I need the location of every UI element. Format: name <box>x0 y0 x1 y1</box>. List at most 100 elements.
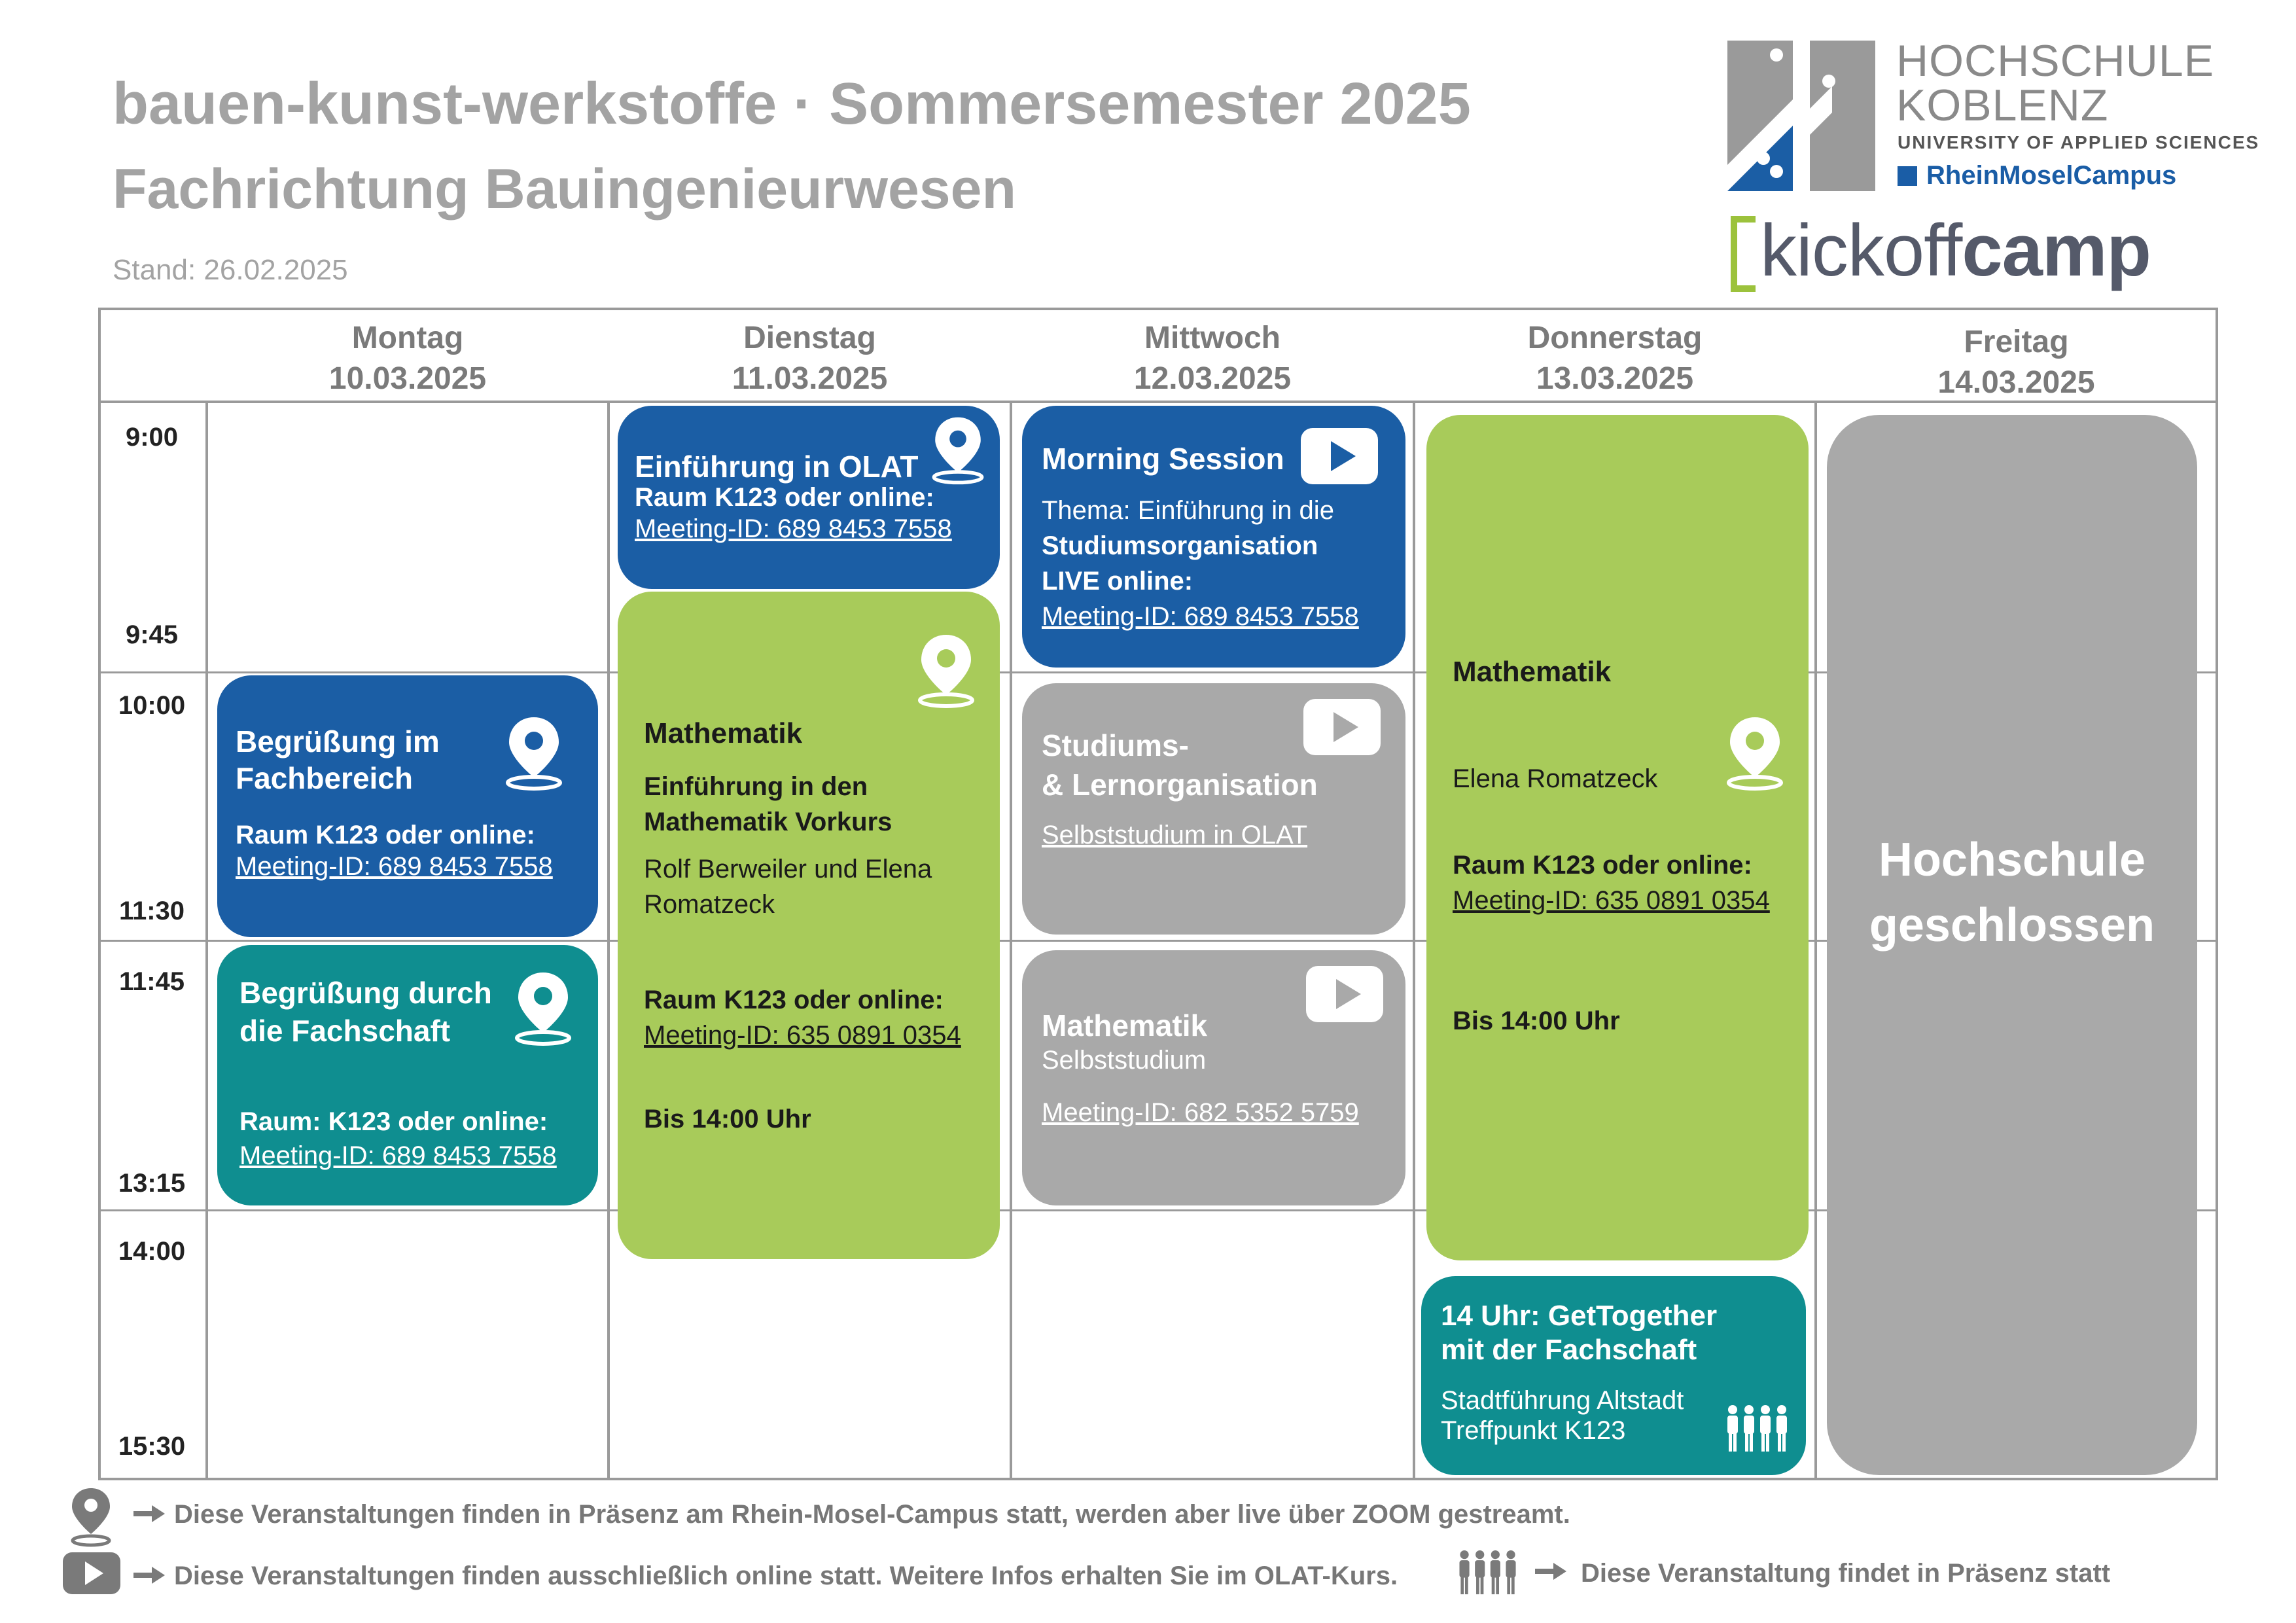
day-date: 11.03.2025 <box>732 361 888 396</box>
location-pin-icon <box>506 717 562 791</box>
event-subtitle: Mathematik Vorkurs <box>644 808 892 836</box>
event-title: die Fachschaft <box>239 1014 451 1048</box>
event-subtitle: Selbststudium <box>1042 1046 1207 1075</box>
time-label: 13:15 <box>118 1169 186 1198</box>
event-subtitle: Einführung in den <box>644 772 868 801</box>
event-room: Raum K123 oder online: <box>644 986 944 1014</box>
video-play-icon <box>1306 966 1383 1022</box>
event-mode: LIVE online: <box>1042 567 1193 596</box>
legend-presence-only: Diese Veranstaltung findet in Präsenz st… <box>1581 1559 2111 1588</box>
day-date: 12.03.2025 <box>1133 361 1292 396</box>
legend-presence-stream: Diese Veranstaltungen finden in Präsenz … <box>174 1500 1570 1529</box>
day-name: Montag <box>351 321 464 355</box>
event-room: Raum: K123 oder online: <box>239 1107 548 1136</box>
event-title: 14 Uhr: GetTogether <box>1441 1300 1718 1332</box>
day-date: 10.03.2025 <box>328 361 487 396</box>
meeting-id-link[interactable]: Meeting-ID: 689 8453 7558 <box>239 1141 557 1170</box>
meeting-id-link[interactable]: Meeting-ID: 682 5352 5759 <box>1042 1098 1359 1127</box>
event-topic: Studiumsorganisation <box>1042 531 1318 560</box>
meeting-id-link[interactable]: Meeting-ID: 689 8453 7558 <box>635 514 952 543</box>
event-title: Mathematik <box>1453 656 1612 688</box>
event-title: mit der Fachschaft <box>1441 1334 1697 1366</box>
meeting-id-link[interactable]: Meeting-ID: 689 8453 7558 <box>1042 602 1359 631</box>
event-topic: Thema: Einführung in die <box>1042 496 1334 525</box>
event-einfuehrung-olat[interactable]: Einführung in OLAT Raum K123 oder online… <box>618 406 1000 589</box>
closed-line: geschlossen <box>1869 899 2155 952</box>
event-mathematik-thursday[interactable]: Mathematik Elena Romatzeck Raum K123 ode… <box>1426 415 1809 1260</box>
camp-text: camp <box>1962 209 2151 291</box>
time-label: 9:45 <box>125 620 179 649</box>
event-room: Raum K123 oder online: <box>635 483 934 512</box>
event-title: Einführung in OLAT <box>635 450 919 484</box>
event-title: & Lernorganisation <box>1042 768 1318 802</box>
time-label: 15:30 <box>118 1432 186 1461</box>
event-gettogether[interactable]: 14 Uhr: GetTogether mit der Fachschaft S… <box>1421 1276 1806 1475</box>
event-lecturers: Romatzeck <box>644 890 775 919</box>
arrow-right-icon <box>133 1567 165 1584</box>
event-hochschule-geschlossen: Hochschule geschlossen <box>1827 415 2197 1475</box>
day-header-monday: Montag 10.03.2025 <box>208 318 607 399</box>
day-name: Dienstag <box>743 321 876 355</box>
event-mathematik-tuesday[interactable]: Mathematik Einführung in den Mathematik … <box>618 592 1000 1259</box>
olat-self-study-link[interactable]: Selbststudium in OLAT <box>1042 821 1308 849</box>
legend-online-only: Diese Veranstaltungen finden ausschließl… <box>174 1561 1398 1590</box>
event-detail: Treffpunkt K123 <box>1441 1416 1626 1445</box>
meeting-id-link[interactable]: Meeting-ID: 635 0891 0354 <box>644 1021 961 1050</box>
event-title: Fachbereich <box>236 761 413 795</box>
event-title: Begrüßung im <box>236 724 440 758</box>
kickoffcamp-bracket-icon <box>1731 216 1756 292</box>
logo-text-koblenz: KOBLENZ <box>1896 80 2109 130</box>
logo-square-icon <box>1898 166 1917 186</box>
event-until: Bis 14:00 Uhr <box>1453 1007 1620 1035</box>
event-title: Studiums- <box>1042 728 1189 762</box>
event-begruessung-fachbereich[interactable]: Begrüßung im Fachbereich Raum K123 oder … <box>217 675 598 937</box>
event-begruessung-fachschaft[interactable]: Begrüßung durch die Fachschaft Raum: K12… <box>217 945 598 1205</box>
logo-text-campus: RheinMoselCampus <box>1926 161 2177 190</box>
day-header-wednesday: Mittwoch 12.03.2025 <box>1012 318 1413 399</box>
event-morning-session[interactable]: Morning Session Thema: Einführung in die… <box>1022 406 1405 668</box>
event-room: Raum K123 oder online: <box>236 821 535 849</box>
arrow-right-icon <box>133 1505 165 1522</box>
arrow-right-icon <box>1535 1563 1566 1580</box>
time-label: 9:00 <box>125 423 179 452</box>
event-title: Mathematik <box>644 717 803 749</box>
day-name: Donnerstag <box>1527 321 1703 355</box>
people-group-icon <box>1727 1405 1787 1452</box>
meeting-id-link[interactable]: Meeting-ID: 635 0891 0354 <box>1453 886 1770 915</box>
event-detail: Stadtführung Altstadt <box>1441 1386 1684 1415</box>
kickoffcamp-logo: kickoffcamp <box>1760 208 2151 293</box>
logo-text-university: UNIVERSITY OF APPLIED SCIENCES <box>1898 132 2260 152</box>
logo-text-hochschule: HOCHSCHULE <box>1896 36 2215 86</box>
event-studium-lernorganisation[interactable]: Studiums- & Lernorganisation Selbststudi… <box>1022 683 1405 935</box>
meeting-id-link[interactable]: Meeting-ID: 689 8453 7558 <box>236 852 553 881</box>
location-pin-icon <box>932 417 984 485</box>
location-pin-icon <box>515 972 571 1046</box>
day-date: 13.03.2025 <box>1536 361 1694 396</box>
day-header-friday: Freitag 14.03.2025 <box>1817 322 2216 403</box>
time-label: 10:00 <box>118 691 186 720</box>
event-title: Morning Session <box>1042 442 1284 476</box>
video-play-icon <box>63 1552 120 1594</box>
location-pin-icon <box>71 1488 111 1547</box>
event-lecturers: Rolf Berweiler und Elena <box>644 855 932 883</box>
event-lecturer: Elena Romatzeck <box>1453 764 1658 793</box>
location-pin-icon <box>1727 717 1783 791</box>
kick-text: kick <box>1760 209 1884 291</box>
location-pin-icon <box>918 635 974 708</box>
time-label: 14:00 <box>118 1237 186 1266</box>
event-title: Mathematik <box>1042 1008 1208 1043</box>
closed-line: Hochschule <box>1878 834 2146 886</box>
day-header-tuesday: Dienstag 11.03.2025 <box>610 318 1010 399</box>
event-title: Begrüßung durch <box>239 976 492 1010</box>
people-group-icon <box>1459 1550 1516 1595</box>
stand-date: Stand: 26.02.2025 <box>113 254 348 286</box>
page-title: bauen-kunst-werkstoffe · Sommersemester … <box>113 71 1471 137</box>
time-label: 11:30 <box>118 897 185 925</box>
time-label: 11:45 <box>118 967 185 996</box>
day-name: Mittwoch <box>1144 321 1280 355</box>
event-room: Raum K123 oder online: <box>1453 851 1752 880</box>
video-play-icon <box>1303 699 1381 755</box>
page-subtitle: Fachrichtung Bauingenieurwesen <box>113 158 1016 221</box>
event-mathematik-selbststudium[interactable]: Mathematik Selbststudium Meeting-ID: 682… <box>1022 950 1405 1205</box>
event-until: Bis 14:00 Uhr <box>644 1105 811 1133</box>
